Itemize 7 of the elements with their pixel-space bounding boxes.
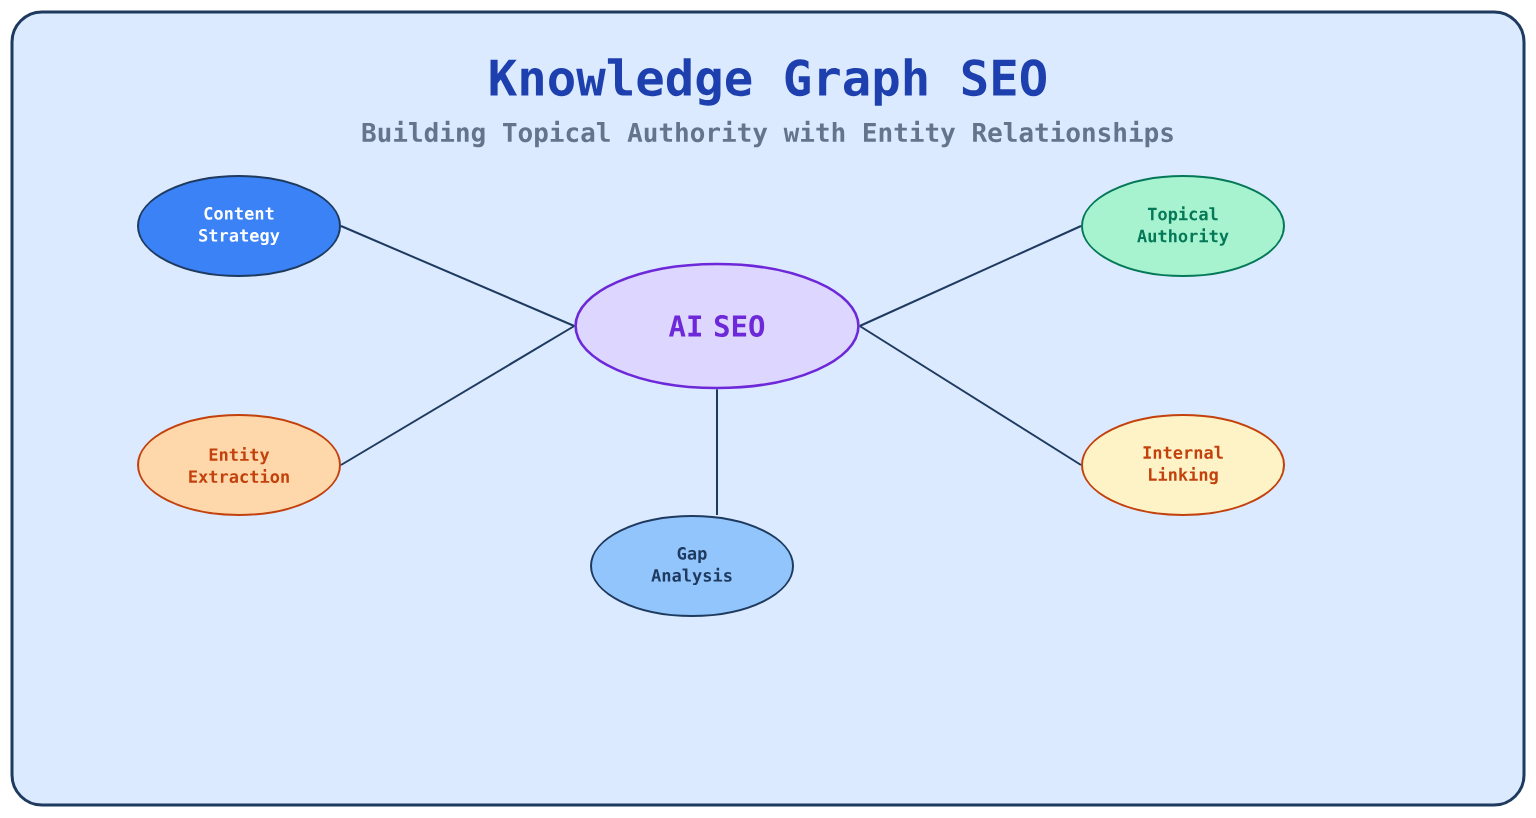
title: Knowledge Graph SEO (490, 58, 1046, 106)
connector-line (340, 225, 576, 327)
connector-line (858, 225, 1082, 327)
connector-line (716, 388, 718, 516)
connector-line (858, 325, 1082, 466)
connector-line (340, 325, 576, 466)
subtitle: Building Topical Authority with Entity Relationships (362, 120, 1173, 148)
